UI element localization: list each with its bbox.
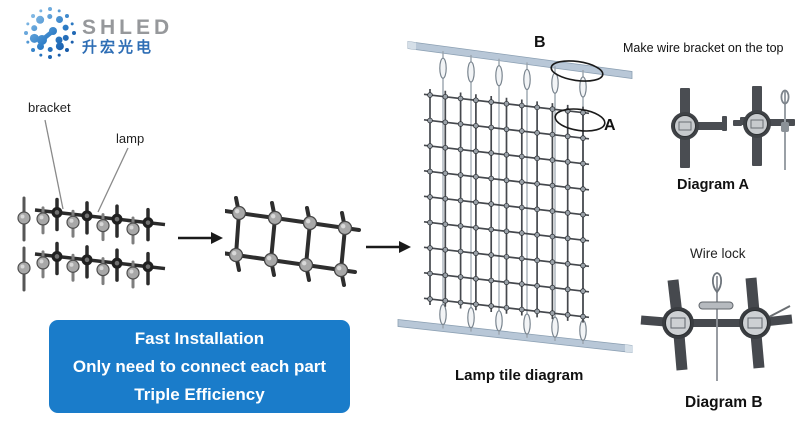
lamp-strip-group (17, 196, 166, 292)
lamp-a-right-led (750, 119, 764, 129)
diagram-a-illustration (671, 86, 795, 170)
brand-logo-icon (24, 7, 76, 59)
diagram-b-cable (766, 305, 791, 319)
lamp-a-right-body (746, 113, 768, 135)
leader-lines (44, 119, 129, 213)
lamp-a-left-led (678, 121, 692, 131)
marker-b-label: B (534, 34, 546, 51)
wire-bracket-note: Make wire bracket on the top (623, 41, 784, 55)
diagram-b-caption: Diagram B (685, 394, 763, 411)
brand-name: SHLED (82, 16, 174, 39)
logo-dot-ring (24, 7, 76, 59)
diagram-b-illustration (640, 272, 793, 381)
banner-line-3: Triple Efficiency (134, 384, 265, 404)
lamp-tile-diagram-svg (397, 41, 633, 353)
bottom-support-bar (397, 319, 633, 353)
lamp-b-right-body (742, 310, 768, 336)
lamp-strip-illustration (17, 196, 166, 292)
lamp-b-left-body (665, 310, 691, 336)
brand-wordmark: SHLED 升宏光电 (82, 17, 173, 57)
lamp-tile-caption: Lamp tile diagram (455, 367, 584, 384)
top-bar-end-cap (408, 41, 416, 50)
callout-ellipse-a (554, 108, 606, 132)
wire-lock-loop (711, 272, 723, 294)
step-arrow-2 (366, 241, 411, 253)
mesh-and-hangers-group (423, 51, 590, 345)
lamp-b-left-led (670, 317, 686, 329)
banner-line-1: Fast Installation (134, 328, 265, 348)
bottom-bar-end-cap (625, 344, 633, 353)
callout-ellipse-b (550, 60, 604, 82)
wire-pin-fitting (781, 122, 789, 132)
marker-a-label: A (604, 117, 616, 134)
banner-line-2: Only need to connect each part (72, 356, 327, 376)
wire-pin-loop (780, 89, 790, 105)
wire-lock-label: Wire lock (690, 246, 746, 261)
wire-lock-clamp (698, 301, 734, 310)
brand-name-chinese: 升宏光电 (82, 39, 155, 56)
lamp-label: lamp (116, 131, 145, 146)
connected-panel-group (225, 196, 361, 287)
step-arrow-1 (178, 232, 223, 244)
lamp-b-right-led (747, 317, 763, 329)
feature-banner: Fast Installation Only need to connect e… (49, 320, 350, 413)
bracket-label: bracket (28, 100, 71, 115)
diagram-a-caption: Diagram A (677, 177, 749, 193)
lamp-a-left-body (674, 115, 696, 137)
connected-panel-illustration (225, 196, 361, 287)
